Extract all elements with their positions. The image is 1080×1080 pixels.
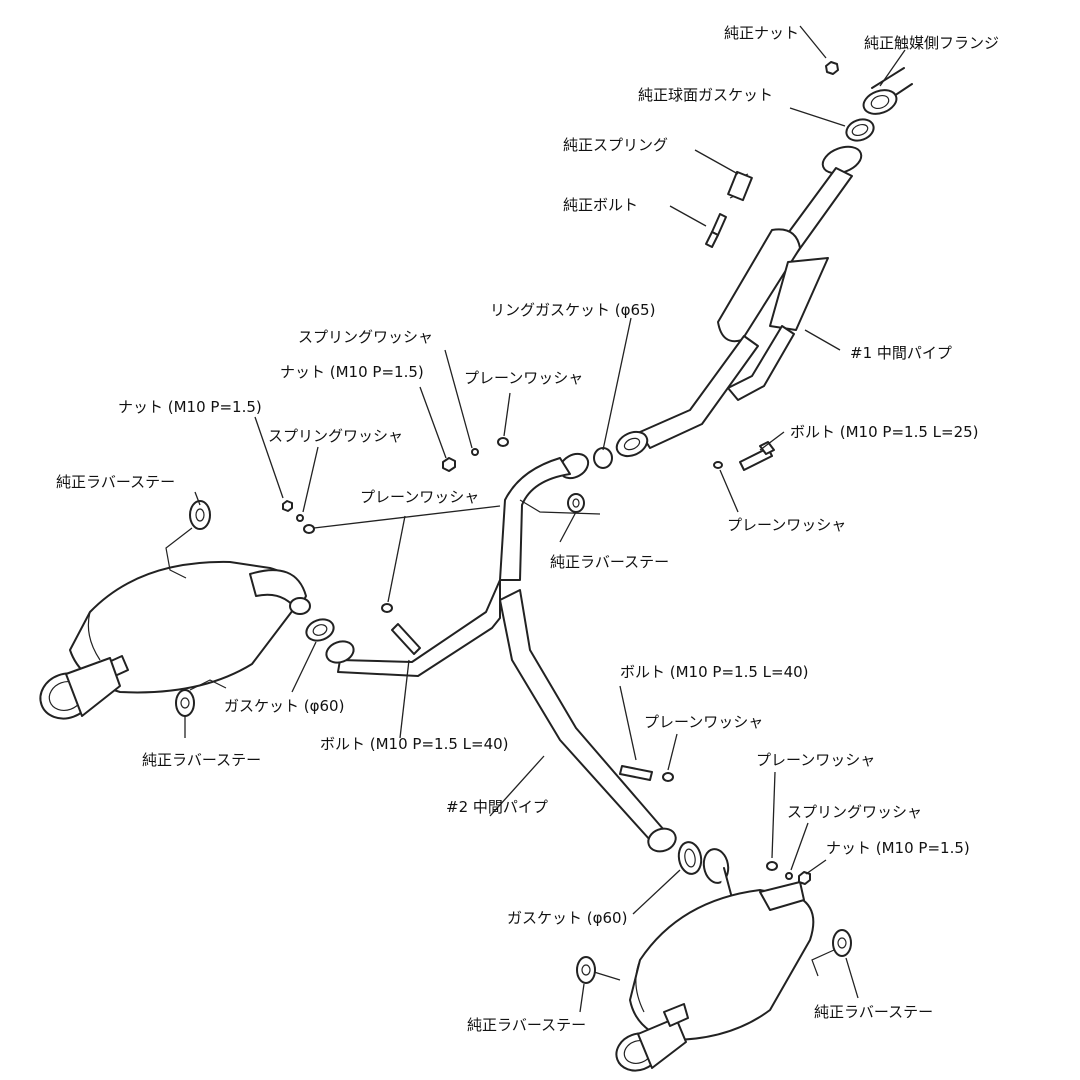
bolt-m10-l25-part — [739, 441, 775, 471]
label-spring-washer-1: スプリングワッシャ — [298, 328, 433, 346]
oem-spherical-gasket-part — [845, 118, 875, 142]
label-nut-3: ナット (M10 P=1.5) — [826, 839, 970, 857]
label-mid-pipe-2: #2 中間パイプ — [446, 798, 548, 816]
label-spring-washer-2: スプリングワッシャ — [268, 427, 403, 445]
oem-spring-part — [727, 170, 753, 202]
spring-washer-2-part — [296, 514, 304, 522]
label-plain-washer-1: プレーンワッシャ — [464, 369, 583, 387]
label-bolt-3: ボルト (M10 P=1.5 L=40) — [320, 735, 509, 753]
label-nut-2: ナット (M10 P=1.5) — [118, 398, 262, 416]
label-plain-washer-4: プレーンワッシャ — [644, 713, 763, 731]
oem-bolt-part — [705, 213, 727, 248]
oem-rubber-stay-5-part — [811, 929, 852, 977]
bolt-m10-l40-b-part — [619, 765, 653, 781]
label-ring-gasket: リングガスケット (φ65) — [490, 301, 655, 319]
label-oem-rubber-stay-4: 純正ラバーステー — [467, 1016, 586, 1034]
label-gasket-2: ガスケット (φ60) — [507, 909, 627, 927]
plain-washer-4-part — [662, 772, 674, 782]
oem-nut-part — [825, 61, 839, 75]
label-plain-washer-5: プレーンワッシャ — [756, 751, 875, 769]
spring-washer-1-part — [471, 448, 479, 456]
oem-rubber-stay-2-part — [519, 493, 601, 515]
label-oem-bolt: 純正ボルト — [563, 196, 638, 214]
mid-pipe-1-part — [615, 145, 863, 458]
label-bolt-1: ボルト (M10 P=1.5 L=25) — [790, 423, 979, 441]
label-oem-nut: 純正ナット — [724, 24, 799, 42]
oem-rubber-stay-1-part — [165, 500, 211, 579]
plain-washer-left-part — [303, 524, 315, 534]
label-oem-rubber-stay-3: 純正ラバーステー — [142, 751, 261, 769]
bolt-m10-l40-a-part — [391, 623, 421, 655]
nut-3-part — [798, 871, 811, 885]
label-bolt-2: ボルト (M10 P=1.5 L=40) — [620, 663, 809, 681]
plain-washer-5-part — [766, 861, 778, 871]
nut-1-part — [442, 457, 456, 472]
label-oem-rubber-stay-1: 純正ラバーステー — [56, 473, 175, 491]
part-labels: 純正ナット 純正触媒側フランジ 純正球面ガスケット 純正スプリング 純正ボルト … — [56, 24, 999, 1034]
oem-catalyst-flange — [862, 67, 913, 115]
label-oem-spring: 純正スプリング — [563, 136, 668, 154]
oem-rubber-stay-4-part — [576, 956, 621, 984]
plain-washer-3-part — [381, 603, 393, 613]
label-plain-washer-2: プレーンワッシャ — [727, 516, 846, 534]
label-nut-1: ナット (M10 P=1.5) — [280, 363, 424, 381]
label-gasket-1: ガスケット (φ60) — [224, 697, 344, 715]
spring-washer-3-part — [785, 872, 793, 880]
ring-gasket-part — [593, 447, 613, 469]
plain-washer-1-part — [713, 461, 723, 469]
nut-2-part — [282, 500, 293, 512]
leader-lines — [184, 25, 906, 1013]
right-muffler-part — [615, 827, 815, 1072]
label-oem-rubber-stay-5: 純正ラバーステー — [814, 1003, 933, 1021]
label-plain-washer-3: プレーンワッシャ — [360, 488, 479, 506]
label-spring-washer-3: スプリングワッシャ — [787, 803, 922, 821]
plain-washer-2-part — [497, 437, 509, 447]
label-oem-spherical-gasket: 純正球面ガスケット — [638, 86, 773, 104]
left-muffler-part — [39, 560, 355, 720]
label-mid-pipe-1: #1 中間パイプ — [850, 344, 952, 362]
label-oem-cat-flange: 純正触媒側フランジ — [864, 34, 999, 52]
label-oem-rubber-stay-2: 純正ラバーステー — [550, 553, 669, 571]
mid-pipe-2-upper — [337, 452, 665, 841]
